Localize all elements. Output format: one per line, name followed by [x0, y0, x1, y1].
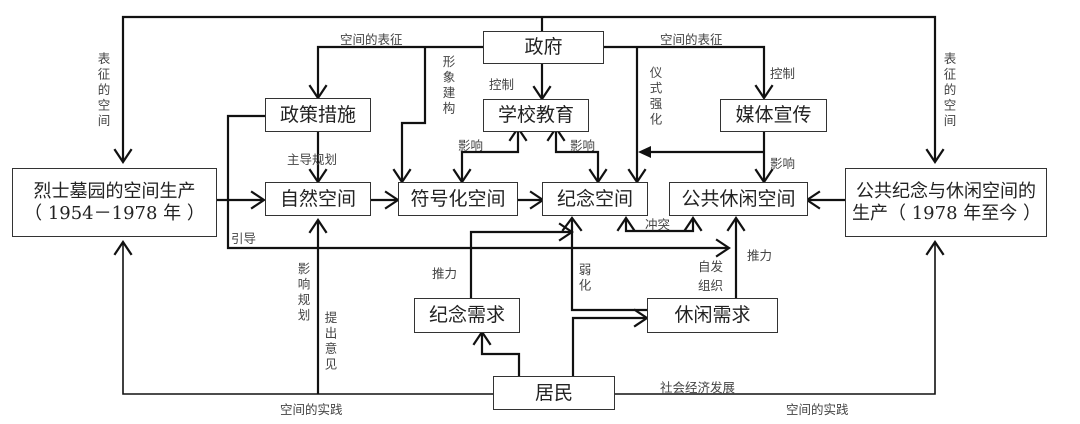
- propose-opinion-label: 提出意见: [322, 311, 338, 373]
- right-period-box: 公共纪念与休闲空间的 生产（ 1978 年至今 ）: [845, 168, 1047, 237]
- spatial-practice-left-label: 空间的实践: [280, 402, 343, 417]
- arrowhead: [726, 216, 746, 232]
- left-period-line2: （ 1954－1978 年 ）: [24, 202, 205, 224]
- memorial-demand-box: 纪念需求: [414, 298, 520, 333]
- guide-label: 引导: [231, 231, 257, 246]
- arrowhead: [925, 240, 945, 256]
- residents-box: 居民: [493, 376, 615, 410]
- school-box: 学校教育: [483, 99, 589, 132]
- gov-to-policy-line: [316, 45, 484, 96]
- influence-school-left-label: 影响: [458, 138, 484, 153]
- spatial-practice-right-label: 空间的实践: [786, 402, 849, 417]
- push-leisure-label: 推力: [747, 248, 773, 263]
- conflict-line: [624, 220, 695, 233]
- arrowhead: [561, 216, 583, 232]
- right-period-line2: 生产（ 1978 年至今 ）: [852, 202, 1041, 224]
- government-box: 政府: [483, 31, 604, 64]
- bottom-left-practice-line: [122, 244, 493, 395]
- rep-space-right-label: 表征的空间: [941, 52, 957, 130]
- left-period-line1: 烈士墓园的空间生产: [33, 180, 196, 202]
- arrowhead: [715, 238, 731, 258]
- weaken-line: [570, 220, 648, 312]
- socio-economic-label: 社会经济发展: [660, 380, 736, 395]
- natural-space-box: 自然空间: [265, 182, 371, 216]
- image-construct-line: [400, 47, 427, 180]
- arrowhead: [113, 148, 133, 164]
- symbolic-space-box: 符号化空间: [398, 182, 518, 216]
- guide-line: [226, 114, 727, 250]
- rep-space-left-label: 表征的空间: [95, 52, 111, 130]
- school-symbolic-line: [460, 128, 520, 180]
- memorial-demand-push-line: [469, 230, 570, 298]
- gov-to-media-line: [604, 45, 766, 96]
- top-frame-line: [121, 15, 937, 160]
- control-media-label: 控制: [770, 66, 796, 81]
- leisure-demand-box: 休闲需求: [647, 298, 778, 333]
- filled-arrowhead: [638, 146, 651, 158]
- space-rep-right-label: 空间的表征: [660, 32, 723, 47]
- space-rep-left-label: 空间的表征: [340, 32, 403, 47]
- residents-to-leisure-demand-line: [571, 316, 645, 376]
- dominant-planning-label: 主导规划: [287, 152, 338, 167]
- arrowhead: [616, 216, 636, 232]
- policy-box: 政策措施: [265, 98, 371, 132]
- influence-media-label: 影响: [770, 156, 796, 171]
- arrowhead: [754, 84, 774, 100]
- weaken-label: 弱化: [576, 263, 592, 294]
- arrowhead: [308, 218, 328, 234]
- right-period-line1: 公共纪念与休闲空间的: [856, 180, 1036, 202]
- bottom-right-practice-line: [615, 244, 936, 395]
- ritual-reinforce-label: 仪式强化: [647, 66, 663, 128]
- public-leisure-space-box: 公共休闲空间: [669, 182, 808, 216]
- left-period-box: 烈士墓园的空间生产 （ 1954－1978 年 ）: [12, 168, 217, 237]
- media-box: 媒体宣传: [720, 99, 827, 132]
- influence-school-right-label: 影响: [570, 138, 596, 153]
- conflict-label: 冲突: [645, 217, 671, 232]
- arrowhead: [250, 190, 266, 210]
- arrowhead: [683, 216, 703, 232]
- residents-to-memorial-demand-line: [480, 333, 521, 376]
- arrowhead: [925, 148, 945, 164]
- arrowhead: [113, 240, 133, 256]
- control-school-label: 控制: [489, 77, 515, 92]
- school-memorial-line: [554, 128, 600, 180]
- memorial-space-box: 纪念空间: [542, 182, 648, 216]
- spontaneous-org-label: 自发组织: [698, 259, 724, 293]
- image-construct-label: 形象建构: [440, 55, 456, 117]
- push-memorial-label: 推力: [432, 266, 458, 281]
- influence-planning-label: 影响规划: [295, 262, 311, 324]
